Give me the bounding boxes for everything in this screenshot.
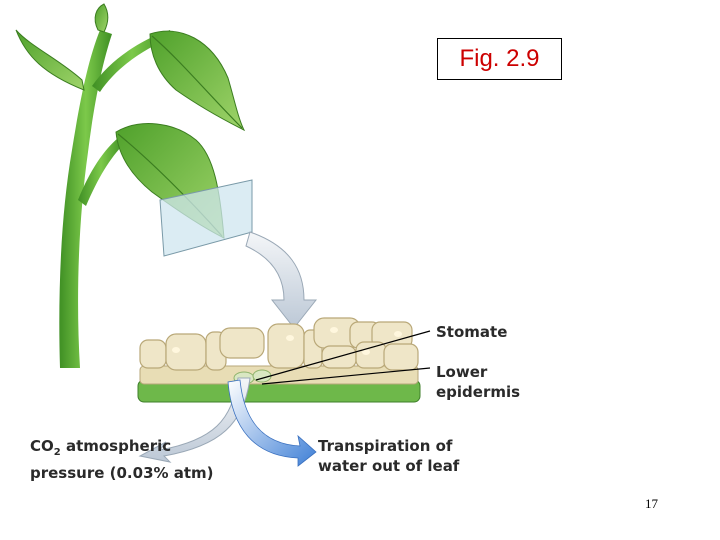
page-number: 17 bbox=[645, 496, 658, 512]
plant-leaf-tip bbox=[95, 4, 108, 32]
leaf-cross-section bbox=[138, 318, 420, 402]
zoom-arrow bbox=[246, 232, 316, 328]
plant-leaf-top-left bbox=[16, 30, 84, 90]
co2-pressure-label: CO2 atmospheric pressure (0.03% atm) bbox=[30, 436, 214, 483]
lower-epidermis-label: Lower epidermis bbox=[436, 362, 520, 402]
transpiration-label: Transpiration of water out of leaf bbox=[318, 436, 459, 476]
figure-label: Fig. 2.9 bbox=[437, 38, 562, 80]
stomate-label: Stomate bbox=[436, 322, 507, 342]
